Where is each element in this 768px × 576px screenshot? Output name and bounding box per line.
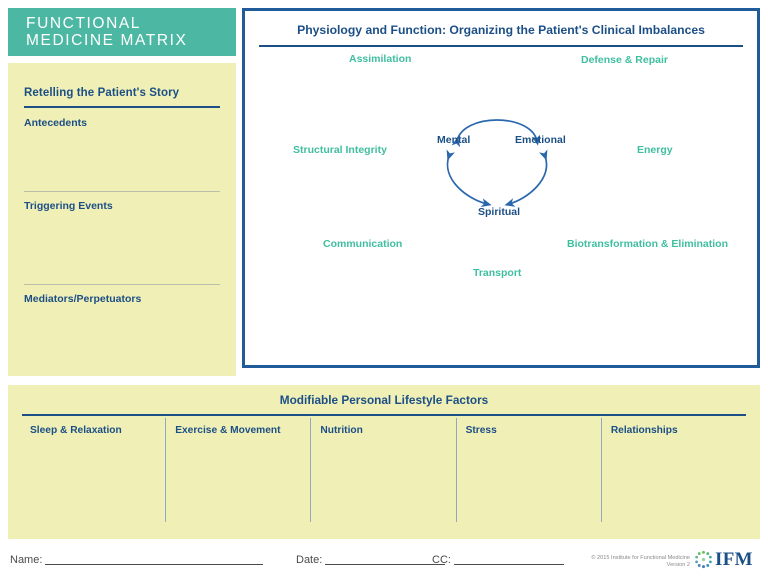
matrix-node-transport[interactable]: Transport <box>473 267 522 279</box>
story-section-divider <box>24 284 220 285</box>
column-divider <box>165 418 167 522</box>
story-section-label: Mediators/Perpetuators <box>24 293 142 305</box>
story-panel-heading: Retelling the Patient's Story <box>24 87 180 99</box>
matrix-node-energy[interactable]: Energy <box>637 144 673 156</box>
core-node-mental[interactable]: Mental <box>437 134 471 146</box>
story-section-label: Triggering Events <box>24 200 113 212</box>
column-divider <box>310 418 312 522</box>
matrix-node-defense-repair[interactable]: Defense & Repair <box>581 54 668 66</box>
lifestyle-column-label: Relationships <box>610 425 678 436</box>
lifestyle-column-sleep-relaxation[interactable]: Sleep & Relaxation <box>22 418 165 533</box>
story-section-mediators-perpetuators[interactable]: Mediators/Perpetuators <box>24 284 220 305</box>
matrix-node-communication[interactable]: Communication <box>323 238 403 250</box>
story-section-divider <box>24 191 220 192</box>
story-section-label: Antecedents <box>24 117 88 129</box>
matrix-panel-rule <box>259 45 743 47</box>
arc-mental-spiritual <box>446 149 492 207</box>
matrix-node-assimilation[interactable]: Assimilation <box>349 53 412 65</box>
lifestyle-column-label: Exercise & Movement <box>175 425 281 436</box>
matrix-node-biotransformation-elimination[interactable]: Biotransformation & Elimination <box>567 238 729 250</box>
lifestyle-column-label: Stress <box>465 425 497 436</box>
ifm-circle-dots-icon <box>695 550 712 569</box>
name-field-label: Name: <box>10 554 43 566</box>
story-heading-rule <box>24 106 220 108</box>
copyright-notice: © 2015 Institute for Functional Medicine… <box>556 555 690 570</box>
column-divider <box>455 418 457 522</box>
lifestyle-column-label: Nutrition <box>320 425 363 436</box>
lifestyle-column-label: Sleep & Relaxation <box>30 425 122 436</box>
left-column: FUNCTIONAL MEDICINE MATRIX Retelling the… <box>8 8 236 376</box>
story-section-antecedents[interactable]: Antecedents <box>24 117 220 129</box>
date-field-label: Date: <box>296 554 323 566</box>
banner-line-2: MEDICINE MATRIX <box>26 32 188 49</box>
arc-mental-emotional <box>451 119 541 148</box>
lifestyle-column-relationships[interactable]: Relationships <box>600 418 746 533</box>
core-node-emotional[interactable]: Emotional <box>515 134 566 146</box>
column-divider <box>600 418 602 522</box>
date-field-line[interactable] <box>325 553 446 565</box>
lifestyle-column-exercise-movement[interactable]: Exercise & Movement <box>165 418 310 533</box>
lifestyle-columns: Sleep & Relaxation Exercise & Movement N… <box>22 418 746 533</box>
copyright-line-1: © 2015 Institute for Functional Medicine <box>591 555 690 561</box>
form-footer: Name: Date: CC: © 2015 Institute for Fun… <box>0 545 768 576</box>
arc-emotional-spiritual <box>504 149 548 207</box>
matrix-title-banner: FUNCTIONAL MEDICINE MATRIX <box>8 8 236 56</box>
story-section-triggering-events[interactable]: Triggering Events <box>24 191 220 212</box>
name-field[interactable]: Name: <box>10 553 264 566</box>
name-field-line[interactable] <box>45 553 264 565</box>
matrix-panel-title: Physiology and Function: Organizing the … <box>297 23 705 37</box>
matrix-node-structural-integrity[interactable]: Structural Integrity <box>293 144 387 156</box>
lifestyle-column-nutrition[interactable]: Nutrition <box>310 418 455 533</box>
core-node-spiritual[interactable]: Spiritual <box>478 206 521 218</box>
mental-emotional-spiritual-cycle-diagram <box>446 119 548 207</box>
cc-field-label: CC: <box>432 554 451 566</box>
date-field[interactable]: Date: <box>296 553 446 566</box>
ifm-wordmark: IFM <box>715 549 753 570</box>
lifestyle-panel-rule <box>22 414 746 416</box>
banner-line-1: FUNCTIONAL <box>26 15 142 32</box>
cc-field[interactable]: CC: <box>432 553 565 566</box>
copyright-line-2: Version 2 <box>666 562 690 569</box>
retelling-story-panel: Retelling the Patient's Story Antecedent… <box>8 63 236 376</box>
physiology-function-panel: Physiology and Function: Organizing the … <box>242 8 760 368</box>
ifm-logo: IFM <box>694 548 764 572</box>
modifiable-lifestyle-panel: Modifiable Personal Lifestyle Factors Sl… <box>8 385 760 539</box>
lifestyle-panel-title: Modifiable Personal Lifestyle Factors <box>279 393 489 407</box>
lifestyle-column-stress[interactable]: Stress <box>455 418 601 533</box>
cc-field-line[interactable] <box>454 553 565 565</box>
